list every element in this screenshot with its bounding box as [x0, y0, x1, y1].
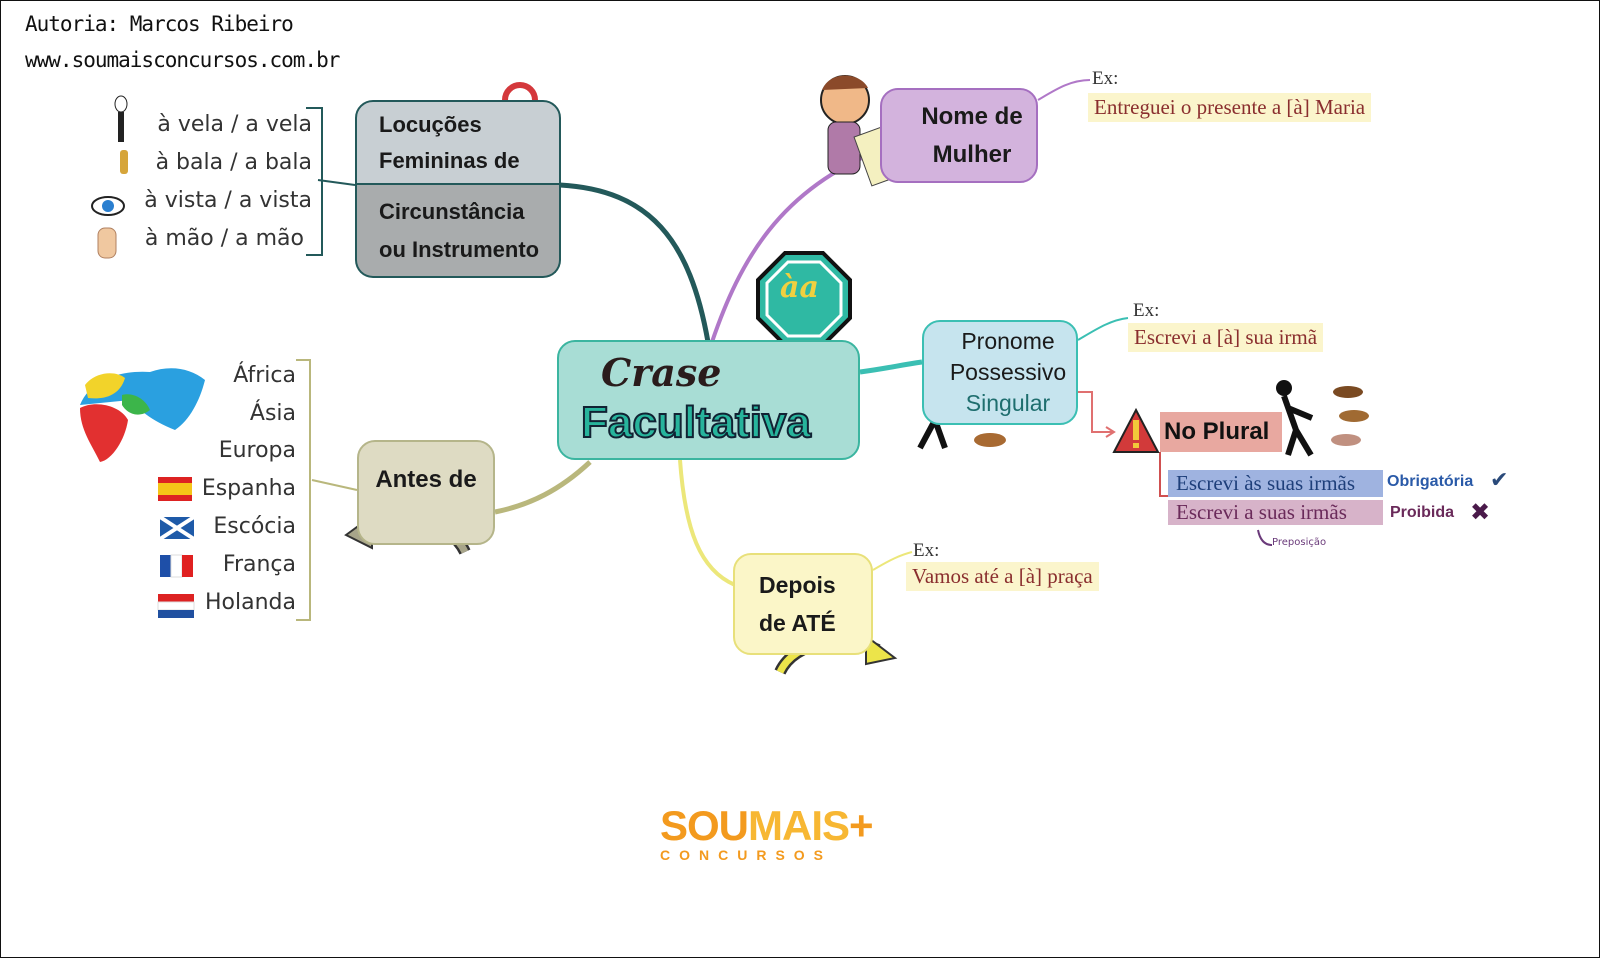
author-credit: Autoria: Marcos Ribeiro	[25, 12, 294, 36]
node-text: ou Instrumento	[379, 236, 540, 262]
node-depois-de-ate[interactable]: Depois de ATÉ	[733, 553, 873, 655]
world-map-icon	[80, 368, 205, 462]
node-pronome-possessivo[interactable]: Pronome Possessivo Singular	[922, 320, 1078, 425]
list-item: Ásia	[249, 401, 296, 426]
flag-france-icon	[160, 554, 193, 578]
example-label: Ex:	[913, 540, 940, 561]
status-proibida: Proibida	[1390, 504, 1455, 521]
flag-netherlands-icon	[157, 594, 195, 618]
list-item: França	[222, 552, 296, 577]
site-url: www.soumaisconcursos.com.br	[25, 48, 340, 72]
list-item: África	[233, 363, 296, 388]
central-title-line1: Crase	[601, 350, 722, 395]
list-item: à vista / a vista	[144, 188, 312, 213]
no-plural-label: No Plural	[1160, 412, 1282, 452]
example-label: Ex:	[1133, 300, 1160, 321]
central-title-line2: Facultativa	[580, 397, 812, 448]
list-item: Escócia	[213, 514, 296, 539]
node-text: Mulher	[932, 140, 1012, 168]
list-item: à mão / a mão	[144, 226, 304, 251]
list-item: Espanha	[201, 476, 296, 501]
check-icon: ✔	[1490, 468, 1509, 493]
connector-depois	[678, 459, 736, 587]
soumais-logo: SOUMAIS+ CONCURSOS	[660, 802, 874, 864]
plural-row-correct: Escrevi às suas irmãs	[1168, 470, 1383, 497]
node-text: Nome de	[921, 102, 1023, 130]
list-item: à vela / a vela	[157, 112, 312, 137]
connector-locucoes	[559, 182, 711, 343]
node-text: Locuções	[379, 111, 482, 137]
node-antes-de[interactable]: Antes de	[357, 440, 495, 545]
sign-text: àa	[780, 270, 819, 305]
hand-icon	[97, 227, 117, 259]
candle-icon	[114, 95, 128, 142]
plural-row-wrong: Escrevi a suas irmãs	[1168, 500, 1383, 525]
node-text: Circunstância	[379, 198, 525, 224]
logo-subtext: CONCURSOS	[660, 847, 833, 863]
man-walking-dogs-icon	[1276, 380, 1369, 457]
logo-text: SOU	[660, 802, 749, 849]
list-item: à bala / a bala	[155, 150, 312, 175]
node-text: Singular	[965, 390, 1051, 416]
node-text: Pronome	[961, 328, 1055, 354]
node-text: Antes de	[375, 466, 477, 493]
node-locucoes-femininas[interactable]: Locuções Femininas de	[355, 100, 561, 185]
list-item: Holanda	[205, 590, 296, 615]
central-node[interactable]: Crase Facultativa	[557, 340, 860, 460]
list-item: Europa	[218, 438, 296, 463]
node-text: Femininas de	[379, 147, 520, 173]
eye-icon	[91, 196, 125, 216]
node-text: Depois	[759, 572, 836, 598]
preposicao-note: Preposição	[1272, 537, 1327, 548]
status-obrigatoria: Obrigatória	[1387, 473, 1474, 490]
flag-scotland-icon	[158, 515, 196, 541]
node-nome-de-mulher[interactable]: Nome de Mulher	[880, 88, 1038, 183]
example-nome-mulher: Entreguei o presente a [à] Maria	[1088, 93, 1372, 122]
node-text: de ATÉ	[759, 610, 836, 636]
bullet-icon	[120, 150, 128, 174]
node-text: Possessivo	[949, 359, 1067, 385]
connector-antes	[494, 460, 592, 515]
example-depois-ate: Vamos até a [à] praça	[906, 562, 1099, 591]
cross-icon: ✖	[1470, 498, 1491, 526]
example-label: Ex:	[1092, 68, 1119, 89]
connector-pronome	[859, 359, 923, 375]
flag-spain-icon	[158, 477, 192, 501]
logo-text: MAIS	[748, 802, 850, 849]
node-circunstancia[interactable]: Circunstância ou Instrumento	[355, 185, 561, 278]
example-pronome: Escrevi a [à] sua irmã	[1128, 323, 1324, 352]
